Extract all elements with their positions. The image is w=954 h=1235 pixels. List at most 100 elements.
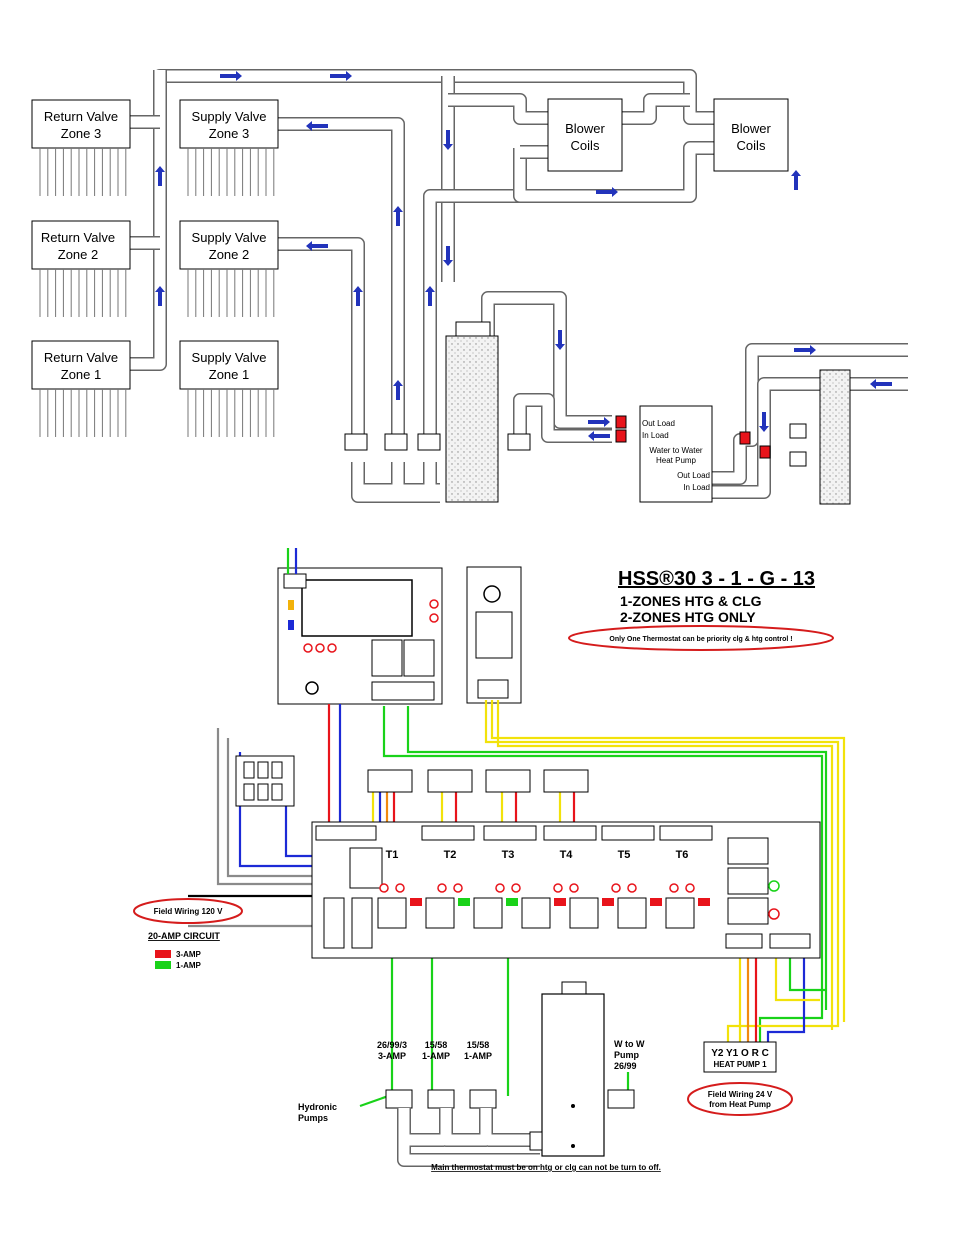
return-valve-zone-2-line2: Zone 2 (58, 247, 98, 262)
field-wiring-120-oval (133, 898, 243, 924)
wtow-pump-line1: W to W (614, 1039, 645, 1049)
pump-3-amp: 1-AMP (464, 1051, 492, 1061)
pump-relay (617, 897, 647, 929)
supply-valve-zone-2-line2: Zone 2 (209, 247, 249, 262)
relay-fuse-marker (458, 898, 470, 906)
circuit-label: 20-AMP CIRCUIT (148, 931, 220, 941)
subtitle-zones-htg-clg: 1-ZONES HTG & CLG (620, 593, 762, 609)
zone-led (553, 883, 563, 893)
field-wiring-24-line1: Field Wiring 24 V (708, 1090, 773, 1099)
legend-swatch-3amp (155, 950, 171, 958)
hp-name-line1: Water to Water (649, 446, 703, 455)
buffer-tank (445, 321, 499, 503)
piping-section: Return Valve Zone 3 Return Valve Zone 2 … (31, 69, 908, 505)
blower-coils-2-line2: Coils (737, 138, 766, 153)
zone-terminal-boxes (367, 769, 589, 793)
zone-led (669, 883, 679, 893)
zone-led (395, 883, 405, 893)
return-valve-zone-1-line1: Return Valve (44, 350, 118, 365)
hydronic-line2: Pumps (298, 1113, 328, 1123)
return-valve-zone-1: Return Valve Zone 1 (31, 340, 131, 390)
note-oval-text: Only One Thermostat can be priority clg … (609, 636, 792, 643)
supply-valve-zone-1-line1: Supply Valve (192, 350, 267, 365)
supply-valve-zone-2: Supply Valve Zone 2 (179, 220, 279, 270)
blower-coils-1-line2: Coils (571, 138, 600, 153)
relay-block (235, 755, 295, 807)
pump-3-spec: 15/58 (467, 1040, 490, 1050)
zone-led (453, 883, 463, 893)
zone-led (511, 883, 521, 893)
circulator-pumps (344, 415, 807, 467)
return-valve-zone-2-line1: Return Valve (41, 230, 115, 245)
wtow-pump-line2: Pump (614, 1050, 640, 1060)
relay-fuse-marker (602, 898, 614, 906)
zone-led (437, 883, 447, 893)
terminal-strip-label: Y2 Y1 O R C (711, 1048, 769, 1059)
hydronic-line1: Hydronic (298, 1102, 337, 1112)
blower-coils-1: Blower Coils (547, 98, 623, 172)
blower-coils-2: Blower Coils (713, 98, 789, 172)
pump-relay (425, 897, 455, 929)
supply-valve-zone-1-line2: Zone 1 (209, 367, 249, 382)
hp-out-load-bottom: Out Load (677, 471, 710, 480)
supply-valve-zone-2-line1: Supply Valve (192, 230, 267, 245)
heat-pump-1-label: HEAT PUMP 1 (713, 1060, 767, 1069)
thermostat-controller (277, 567, 443, 705)
zone-led (611, 883, 621, 893)
supply-valve-zone-3-line2: Zone 3 (209, 126, 249, 141)
hp-name-line2: Heat Pump (656, 456, 697, 465)
hp-in-load-top: In Load (642, 431, 669, 440)
blower-coils-1-line1: Blower (565, 121, 605, 136)
blower-coils-2-line1: Blower (731, 121, 771, 136)
field-wiring-24-line2: from Heat Pump (709, 1100, 771, 1109)
heat-pump-terminal: Y2 Y1 O R C HEAT PUMP 1 (703, 1041, 777, 1073)
wiring-section: HSS®30 3 - 1 - G - 13 1-ZONES HTG & CLG … (133, 548, 846, 1172)
pump-1-amp: 3-AMP (378, 1051, 406, 1061)
pump-2-spec: 15/58 (425, 1040, 448, 1050)
field-wiring-120-label: Field Wiring 120 V (154, 907, 223, 916)
wires (188, 548, 846, 1108)
relay-fuse-marker (554, 898, 566, 906)
pump-1-spec: 26/99/3 (377, 1040, 407, 1050)
pump-relay (473, 897, 503, 929)
pump-relays (377, 897, 710, 929)
zone-led (685, 883, 695, 893)
return-valve-zone-3: Return Valve Zone 3 (31, 99, 131, 149)
return-valve-zone-1-line2: Zone 1 (61, 367, 101, 382)
relay-fuse-marker (410, 898, 422, 906)
pump-2-amp: 1-AMP (422, 1051, 450, 1061)
note-oval (568, 625, 834, 651)
subtitle-zones-htg-only: 2-ZONES HTG ONLY (620, 609, 756, 625)
relay-fuse-marker (698, 898, 710, 906)
return-valve-zone-3-line1: Return Valve (44, 109, 118, 124)
zone-led (379, 883, 389, 893)
pump-relay (665, 897, 695, 929)
zone-tag: T6 (676, 849, 689, 861)
zone-tag: T2 (444, 849, 457, 861)
source-exchanger (819, 369, 851, 505)
hp-in-load-bottom: In Load (683, 483, 710, 492)
supply-valve-zone-3: Supply Valve Zone 3 (179, 99, 279, 149)
hydronic-pumps (385, 1089, 635, 1109)
hp-out-load-top: Out Load (642, 419, 675, 428)
wtow-pump-line3: 26/99 (614, 1061, 637, 1071)
field-wiring-24-oval (687, 1082, 793, 1116)
zone-thermostat (466, 566, 522, 704)
zone-tag: T5 (618, 849, 631, 861)
zone-tag: T4 (560, 849, 574, 861)
zone-led (627, 883, 637, 893)
return-valve-zone-3-line2: Zone 3 (61, 126, 101, 141)
zone-tag: T1 (386, 849, 399, 861)
legend-label-3amp: 3-AMP (176, 950, 202, 959)
zone-tag: T3 (502, 849, 515, 861)
zone-led (569, 883, 579, 893)
pump-relay (377, 897, 407, 929)
storage-tank (529, 981, 605, 1157)
zone-tags: T1 T2 T3 T4 T5 T6 (379, 849, 695, 893)
legend-label-1amp: 1-AMP (176, 961, 202, 970)
supply-valve-zone-3-line1: Supply Valve (192, 109, 267, 124)
supply-valve-zone-1: Supply Valve Zone 1 (179, 340, 279, 390)
diagram-title: HSS®30 3 - 1 - G - 13 (618, 568, 815, 590)
return-valve-zone-2: Return Valve Zone 2 (31, 220, 131, 270)
